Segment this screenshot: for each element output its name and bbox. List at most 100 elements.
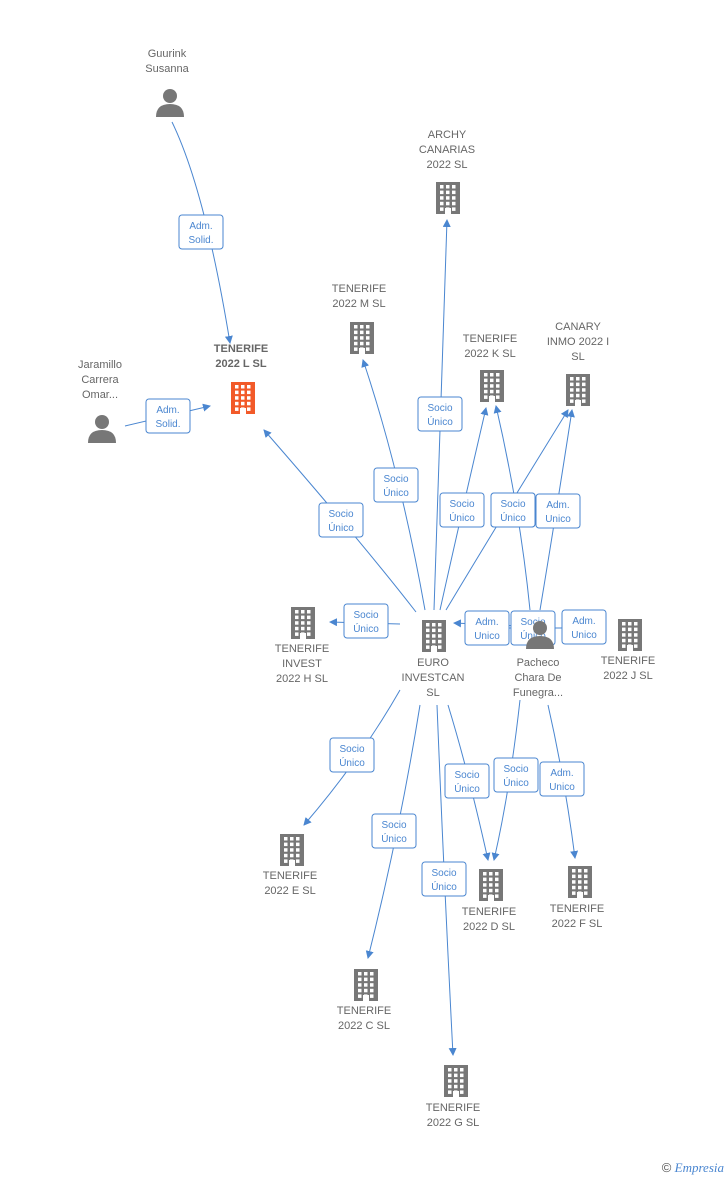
node-label: TENERIFE [462, 906, 516, 918]
node-label: TENERIFE [426, 1102, 480, 1114]
relation-label-box [493, 757, 539, 793]
relation-label-text: Socio [381, 820, 406, 831]
relation-label-text: Único [500, 511, 526, 524]
relation-label-box [343, 603, 389, 639]
relation-label-box [178, 214, 224, 250]
copyright-footer: © Empresia [662, 1160, 724, 1176]
node-label: TENERIFE [332, 283, 386, 295]
node-t2022c[interactable]: TENERIFE 2022 C SL [337, 969, 391, 1032]
node-label: TENERIFE [601, 655, 655, 667]
node-label: TENERIFE [550, 903, 604, 915]
node-label: TENERIFE [275, 643, 329, 655]
relation-label-text: Socio [520, 617, 545, 628]
node-label: 2022 E SL [264, 885, 315, 897]
building-icon [291, 607, 315, 639]
relation-label-pacheco-to-t2022f[interactable]: Adm.Unico [539, 761, 585, 797]
node-tinvest[interactable]: TENERIFE INVEST 2022 H SL [275, 607, 329, 685]
node-label: EURO [417, 657, 449, 669]
node-label: 2022 J SL [603, 670, 653, 682]
edges-layer [124, 121, 603, 1056]
relation-label-text: Socio [449, 499, 474, 510]
relation-label-text: Socio [383, 474, 408, 485]
node-label: INVEST [282, 658, 322, 670]
relation-label-text: Único [449, 511, 475, 524]
relation-label-box [417, 396, 463, 432]
relation-label-text: Socio [353, 610, 378, 621]
relation-label-jaramillo-to-t2022l[interactable]: Adm. Solid. [145, 398, 191, 434]
relation-label-box [535, 493, 581, 529]
building-icon [422, 620, 446, 652]
node-label: SL [571, 351, 584, 363]
relation-label-text: Solid. [155, 419, 180, 430]
building-icon [436, 182, 460, 214]
building-icon [618, 619, 642, 651]
relation-label-box [373, 467, 419, 503]
building-icon [231, 382, 255, 414]
relation-label-box [318, 502, 364, 538]
node-label: 2022 M SL [332, 298, 385, 310]
node-label: 2022 C SL [338, 1020, 390, 1032]
brand-logo-text[interactable]: Empresia [674, 1160, 724, 1175]
building-icon [566, 374, 590, 406]
relation-label-text: Único [328, 521, 354, 534]
node-label: 2022 K SL [464, 348, 515, 360]
node-label: TENERIFE [337, 1005, 391, 1017]
node-t2022k[interactable]: TENERIFE 2022 K SL [463, 333, 517, 402]
relation-label-text: Socio [339, 744, 364, 755]
relation-label-text: Adm. [189, 221, 212, 232]
relation-label-text: Adm. [475, 617, 498, 628]
building-icon [568, 866, 592, 898]
relation-label-text: Unico [549, 782, 575, 793]
relation-label-text: Adm. [156, 405, 179, 416]
node-label: Chara De [514, 672, 561, 684]
node-t2022g[interactable]: TENERIFE 2022 G SL [426, 1065, 480, 1129]
building-icon [444, 1065, 468, 1097]
relation-label-text: Adm. [546, 500, 569, 511]
relation-label-text: Único [353, 622, 379, 635]
person-icon [526, 621, 554, 649]
relation-label-text: Único [503, 776, 529, 789]
relation-label-box [145, 398, 191, 434]
building-icon [280, 834, 304, 866]
node-label: ARCHY [428, 129, 467, 141]
node-jaramillo[interactable]: JaramilloCarreraOmar... [78, 359, 122, 443]
node-label: 2022 H SL [276, 673, 328, 685]
node-label: SL [426, 687, 439, 699]
relation-label-pacheco-to-t2022j[interactable]: Adm.Unico [561, 609, 607, 645]
relation-label-text: Único [454, 782, 480, 795]
relation-label-box [439, 492, 485, 528]
copyright-symbol: © [661, 1160, 672, 1175]
relation-label-guurink-to-t2022l[interactable]: Adm.Solid. [178, 214, 224, 250]
node-label: Jaramillo [78, 359, 122, 371]
relation-label-pacheco-to-canary[interactable]: Adm.Unico [535, 493, 581, 529]
node-label: 2022 G SL [427, 1117, 480, 1129]
node-label: TENERIFE [463, 333, 517, 345]
relation-label-box [464, 610, 510, 646]
relation-label-pacheco-to-euro[interactable]: Adm.Unico [464, 610, 510, 646]
node-t2022j[interactable]: TENERIFE 2022 J SL [601, 619, 655, 682]
node-t2022m[interactable]: TENERIFE 2022 M SL [332, 283, 386, 354]
relation-label-text: Único [381, 832, 407, 845]
